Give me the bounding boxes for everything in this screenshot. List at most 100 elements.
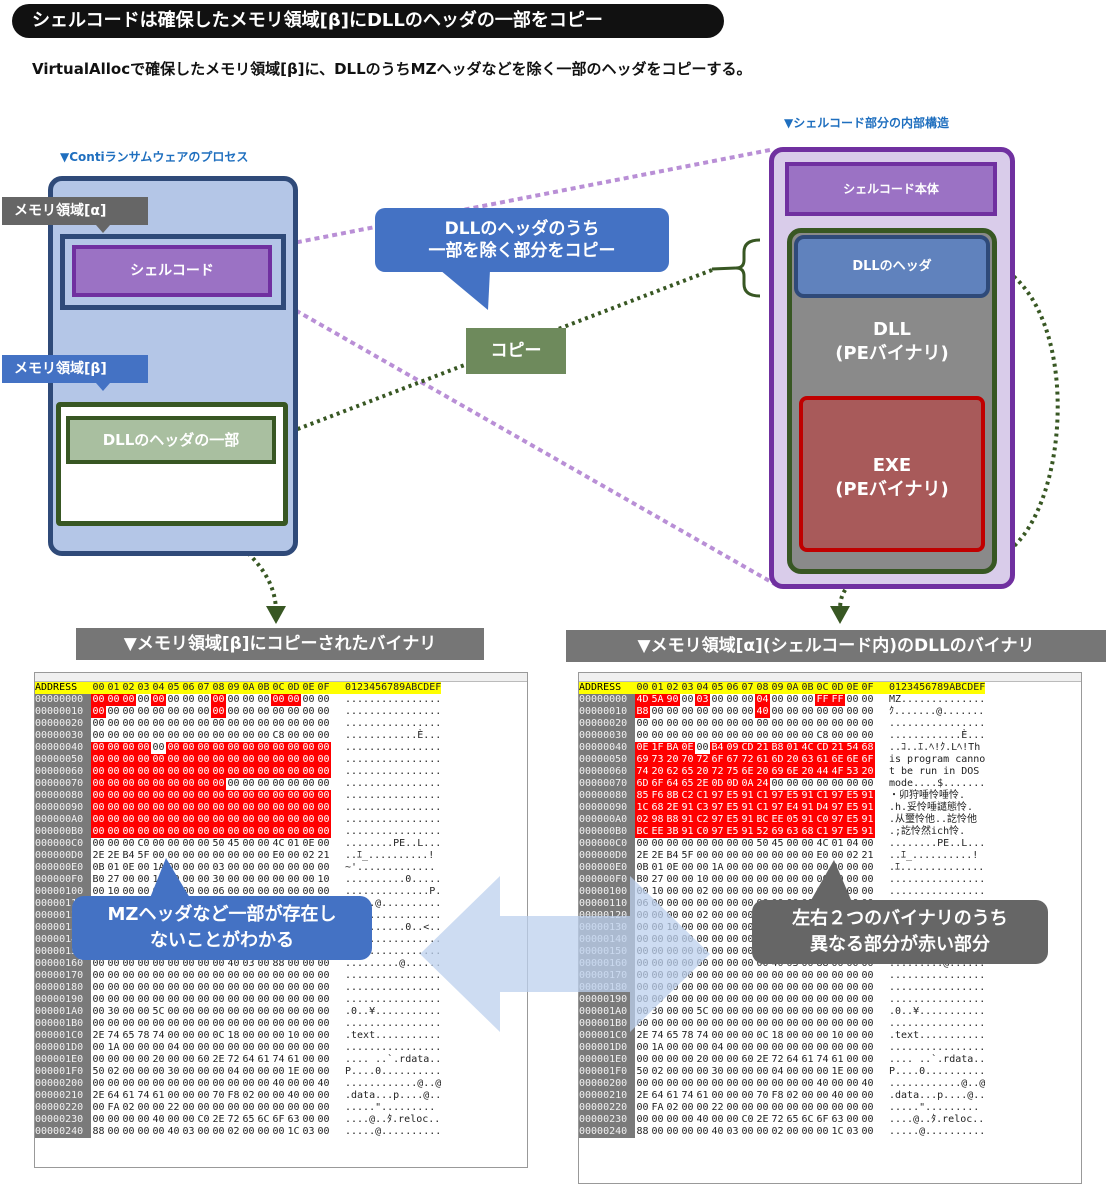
- hex-byte-diff: 97: [830, 814, 845, 826]
- hex-byte-diff: 00: [241, 754, 256, 766]
- hex-byte: 00: [302, 1066, 315, 1077]
- hex-byte-diff: C1: [815, 826, 830, 838]
- hex-row-address: 00000070: [35, 778, 91, 790]
- hex-byte: 00: [801, 1078, 814, 1089]
- hex-byte: 00: [756, 1006, 769, 1017]
- alpha-tag-notch: [96, 225, 110, 233]
- hex-byte: 00: [167, 838, 180, 849]
- hex-byte: 00: [786, 850, 799, 861]
- hex-byte-diff: 00: [226, 826, 241, 838]
- right-hex-toolbar: [579, 673, 1081, 682]
- hex-row-ascii: ................: [345, 754, 442, 765]
- hex-byte: B4: [666, 850, 679, 861]
- hex-byte: 00: [302, 1018, 315, 1029]
- hex-byte-diff: 1C: [635, 802, 650, 814]
- hex-byte: 00: [726, 898, 739, 909]
- hex-byte: 00: [681, 922, 694, 933]
- hex-row-address: 000001E0: [579, 1054, 635, 1066]
- hex-byte: 00: [122, 1114, 135, 1125]
- hex-byte: 00: [182, 1102, 195, 1113]
- hex-byte: 00: [317, 718, 330, 729]
- hex-byte: 00: [726, 946, 739, 957]
- hex-byte: 00: [242, 982, 255, 993]
- hex-byte-diff: 00: [301, 742, 316, 754]
- hex-byte: 00: [272, 1066, 285, 1077]
- hex-byte: 61: [122, 1090, 135, 1101]
- hex-byte-diff: 00: [211, 814, 226, 826]
- hex-byte: 00: [227, 862, 240, 873]
- hex-row-ascii: ....@..ﾀ.reloc..: [345, 1114, 441, 1125]
- hex-byte-diff: 00: [301, 826, 316, 838]
- hex-byte: B0: [636, 874, 649, 885]
- hex-byte: 03: [182, 1126, 195, 1137]
- hex-byte: 00: [242, 886, 255, 897]
- hex-byte-diff: 53: [845, 766, 860, 778]
- hex-byte: 03: [242, 958, 255, 969]
- dll-label-line-2: (PEバイナリ): [835, 343, 949, 364]
- hex-byte: 00: [272, 994, 285, 1005]
- hex-byte: 00: [711, 922, 724, 933]
- hex-byte-diff: 00: [196, 754, 211, 766]
- hex-byte: 00: [756, 1042, 769, 1053]
- hex-byte: 10: [831, 1030, 844, 1041]
- hex-byte: 00: [197, 850, 210, 861]
- hex-byte: 00: [317, 1018, 330, 1029]
- hex-byte: 00: [651, 1126, 664, 1137]
- hex-byte: 2E: [212, 1054, 225, 1065]
- hex-byte: 2E: [92, 1030, 105, 1041]
- hex-byte: 00: [152, 1078, 165, 1089]
- hex-byte-diff: 00: [241, 790, 256, 802]
- hex-byte: 00: [846, 982, 859, 993]
- hex-byte: 00: [287, 778, 300, 789]
- hex-byte: 00: [726, 982, 739, 993]
- hex-byte: 27: [651, 874, 664, 885]
- hex-byte: 00: [771, 778, 784, 789]
- hex-byte: 00: [197, 1102, 210, 1113]
- hex-byte: 6F: [272, 1114, 285, 1125]
- hex-byte-diff: 00: [316, 766, 331, 778]
- hex-byte: 00: [846, 874, 859, 885]
- hex-byte: B4: [122, 850, 135, 861]
- hex-byte: F8: [227, 1090, 240, 1101]
- hex-byte: 00: [636, 1114, 649, 1125]
- hex-byte: 00: [771, 994, 784, 1005]
- hex-byte-diff: 00: [166, 742, 181, 754]
- hex-byte: 00: [287, 730, 300, 741]
- hex-byte: 2E: [756, 1114, 769, 1125]
- hex-byte: 00: [257, 850, 270, 861]
- hex-byte: 00: [152, 838, 165, 849]
- hex-byte: 00: [846, 886, 859, 897]
- hex-byte: 65: [122, 1030, 135, 1041]
- hex-byte-diff: 00: [151, 754, 166, 766]
- hex-byte: 00: [696, 1126, 709, 1137]
- hex-byte: 00: [302, 994, 315, 1005]
- hex-byte: 00: [257, 886, 270, 897]
- hex-byte-diff: 00: [286, 790, 301, 802]
- hex-byte: 1A: [651, 1042, 664, 1053]
- hex-byte: 00: [227, 1102, 240, 1113]
- hex-byte: 00: [197, 1126, 210, 1137]
- hex-byte: C0: [137, 838, 150, 849]
- hex-byte: 00: [696, 718, 709, 729]
- hex-byte: 00: [122, 1054, 135, 1065]
- hex-header-column: 03: [680, 682, 695, 694]
- hex-byte-diff: 00: [271, 694, 286, 706]
- hex-byte-diff: 00: [166, 766, 181, 778]
- hex-header-column: 0E: [845, 682, 860, 694]
- hex-byte-diff: 00: [226, 802, 241, 814]
- hex-byte: 00: [711, 1114, 724, 1125]
- hex-byte: 00: [846, 970, 859, 981]
- hex-byte: 00: [696, 838, 709, 849]
- hex-byte-diff: 21: [755, 742, 770, 754]
- hex-byte: 00: [741, 1042, 754, 1053]
- hex-byte-diff: 6E: [740, 766, 755, 778]
- hex-row-ascii: ............È...: [889, 730, 986, 741]
- hex-byte: F8: [771, 1090, 784, 1101]
- hex-byte: 5C: [152, 1006, 165, 1017]
